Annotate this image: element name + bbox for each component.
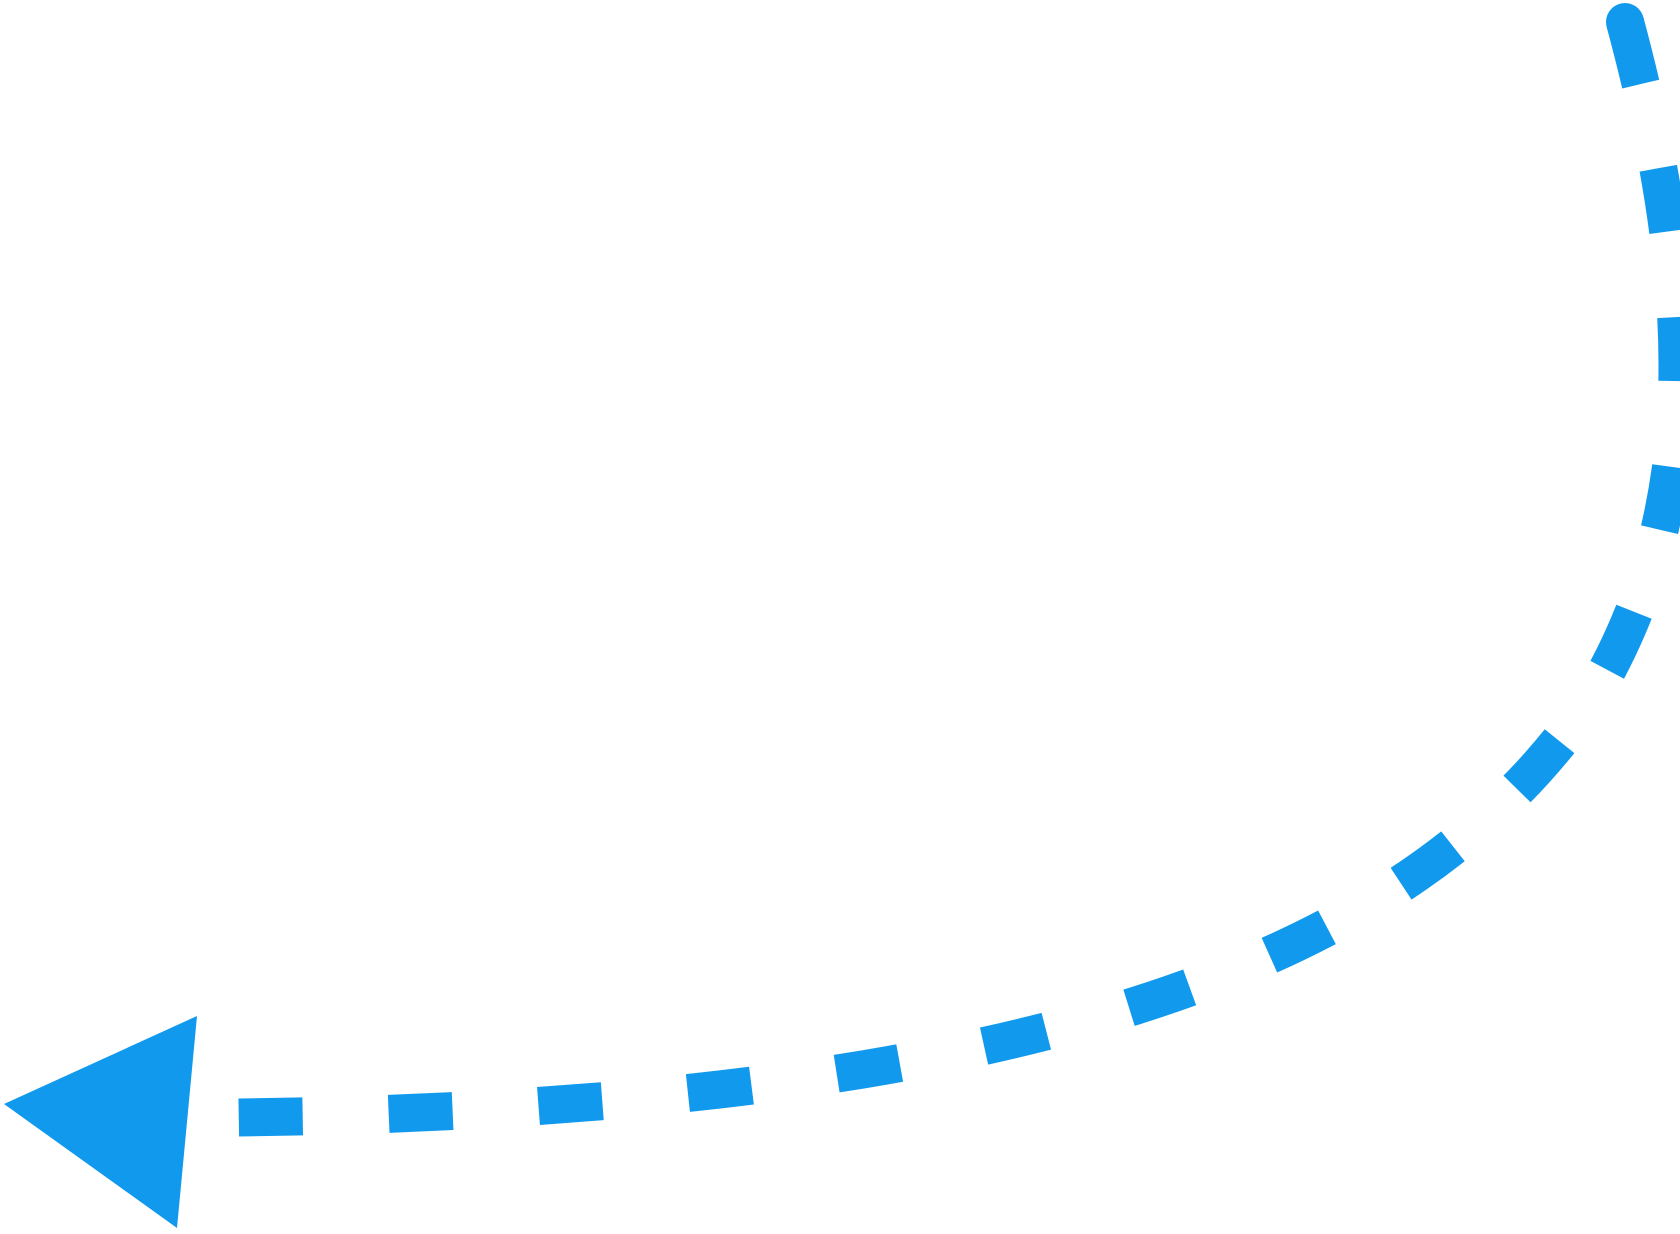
dashed-arrow-shaft bbox=[139, 17, 1680, 1138]
arrow-tail-cap bbox=[1606, 3, 1644, 41]
curved-arrow bbox=[4, 3, 1680, 1228]
arrow-head-triangle bbox=[4, 1016, 197, 1228]
